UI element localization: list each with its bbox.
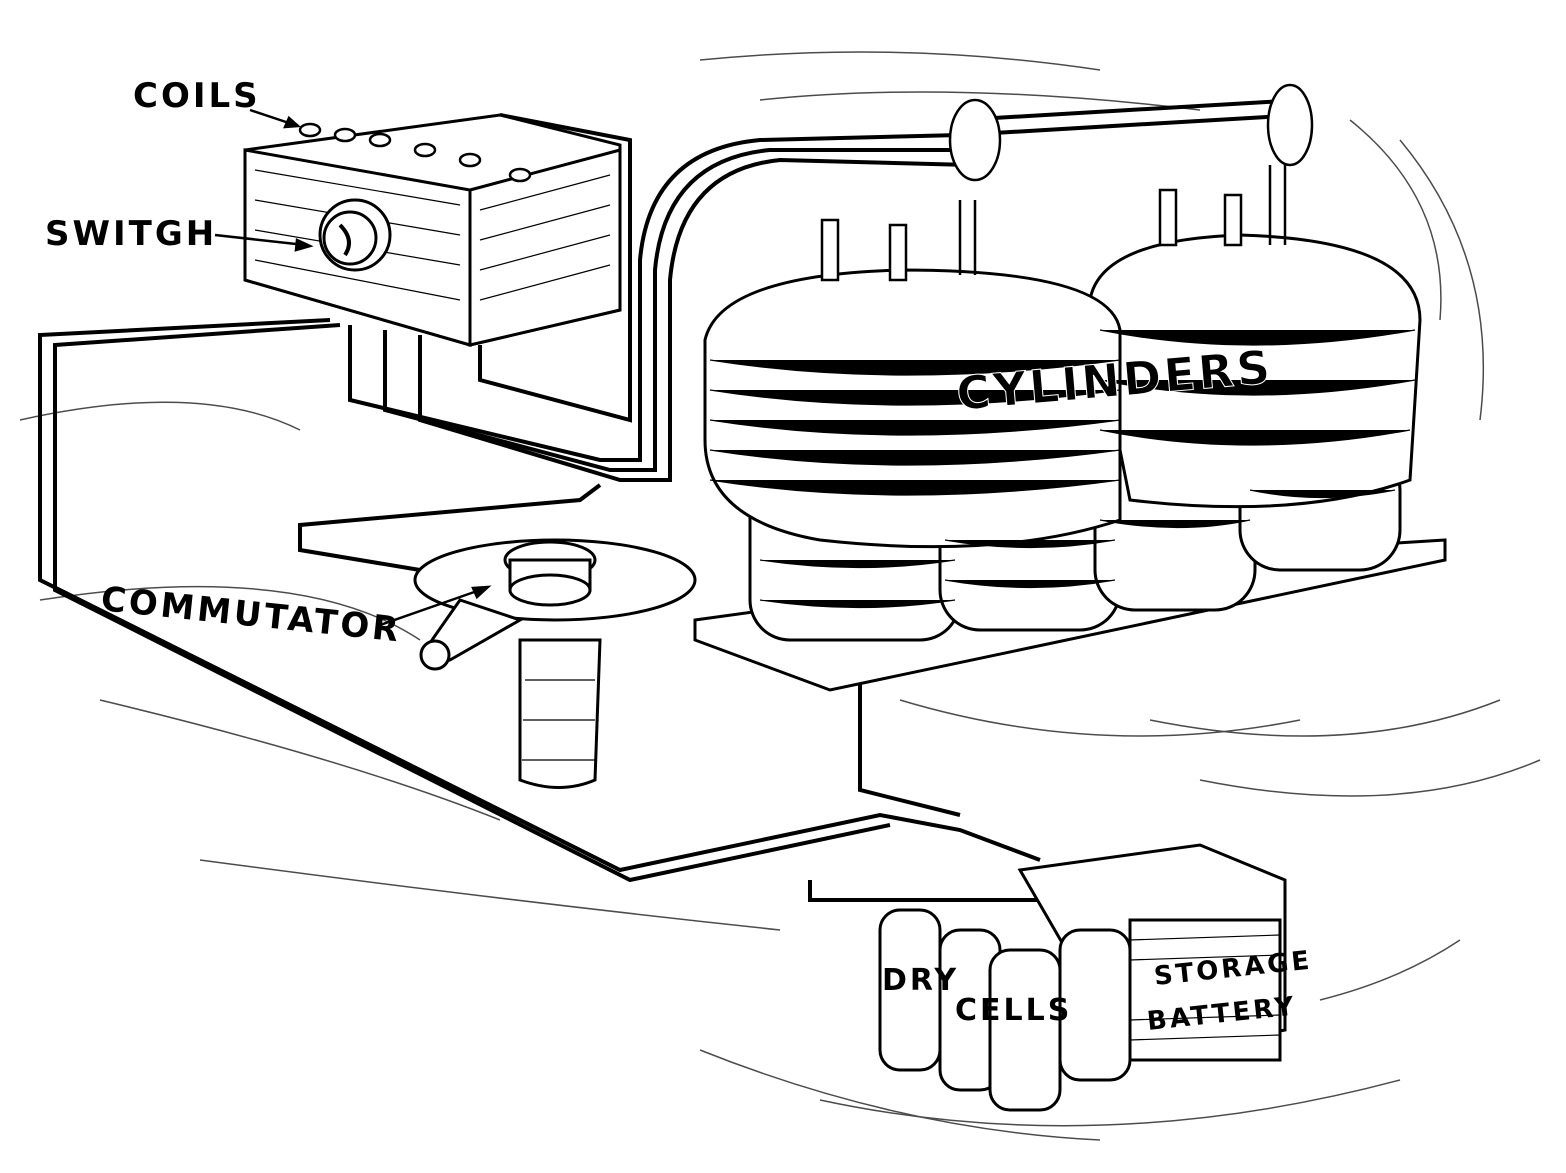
label-commutator: COMMUTATOR: [99, 579, 403, 650]
coil-box: [243, 113, 622, 347]
background-hatching: [19, 51, 1541, 1141]
label-switch: SWITGH: [45, 214, 217, 254]
spark-plugs: [820, 83, 1314, 282]
label-dry-cells-1: DRY: [882, 963, 959, 998]
coil-terminals: [298, 122, 532, 183]
cylinders: [693, 83, 1447, 692]
label-arrows: [214, 108, 492, 627]
wires: [38, 98, 1301, 902]
commutator: [413, 538, 697, 789]
switch-knob: [318, 198, 392, 272]
batteries: [878, 843, 1287, 1112]
label-dry-cells-2: CELLS: [955, 993, 1072, 1028]
label-coils: COILS: [133, 76, 261, 116]
